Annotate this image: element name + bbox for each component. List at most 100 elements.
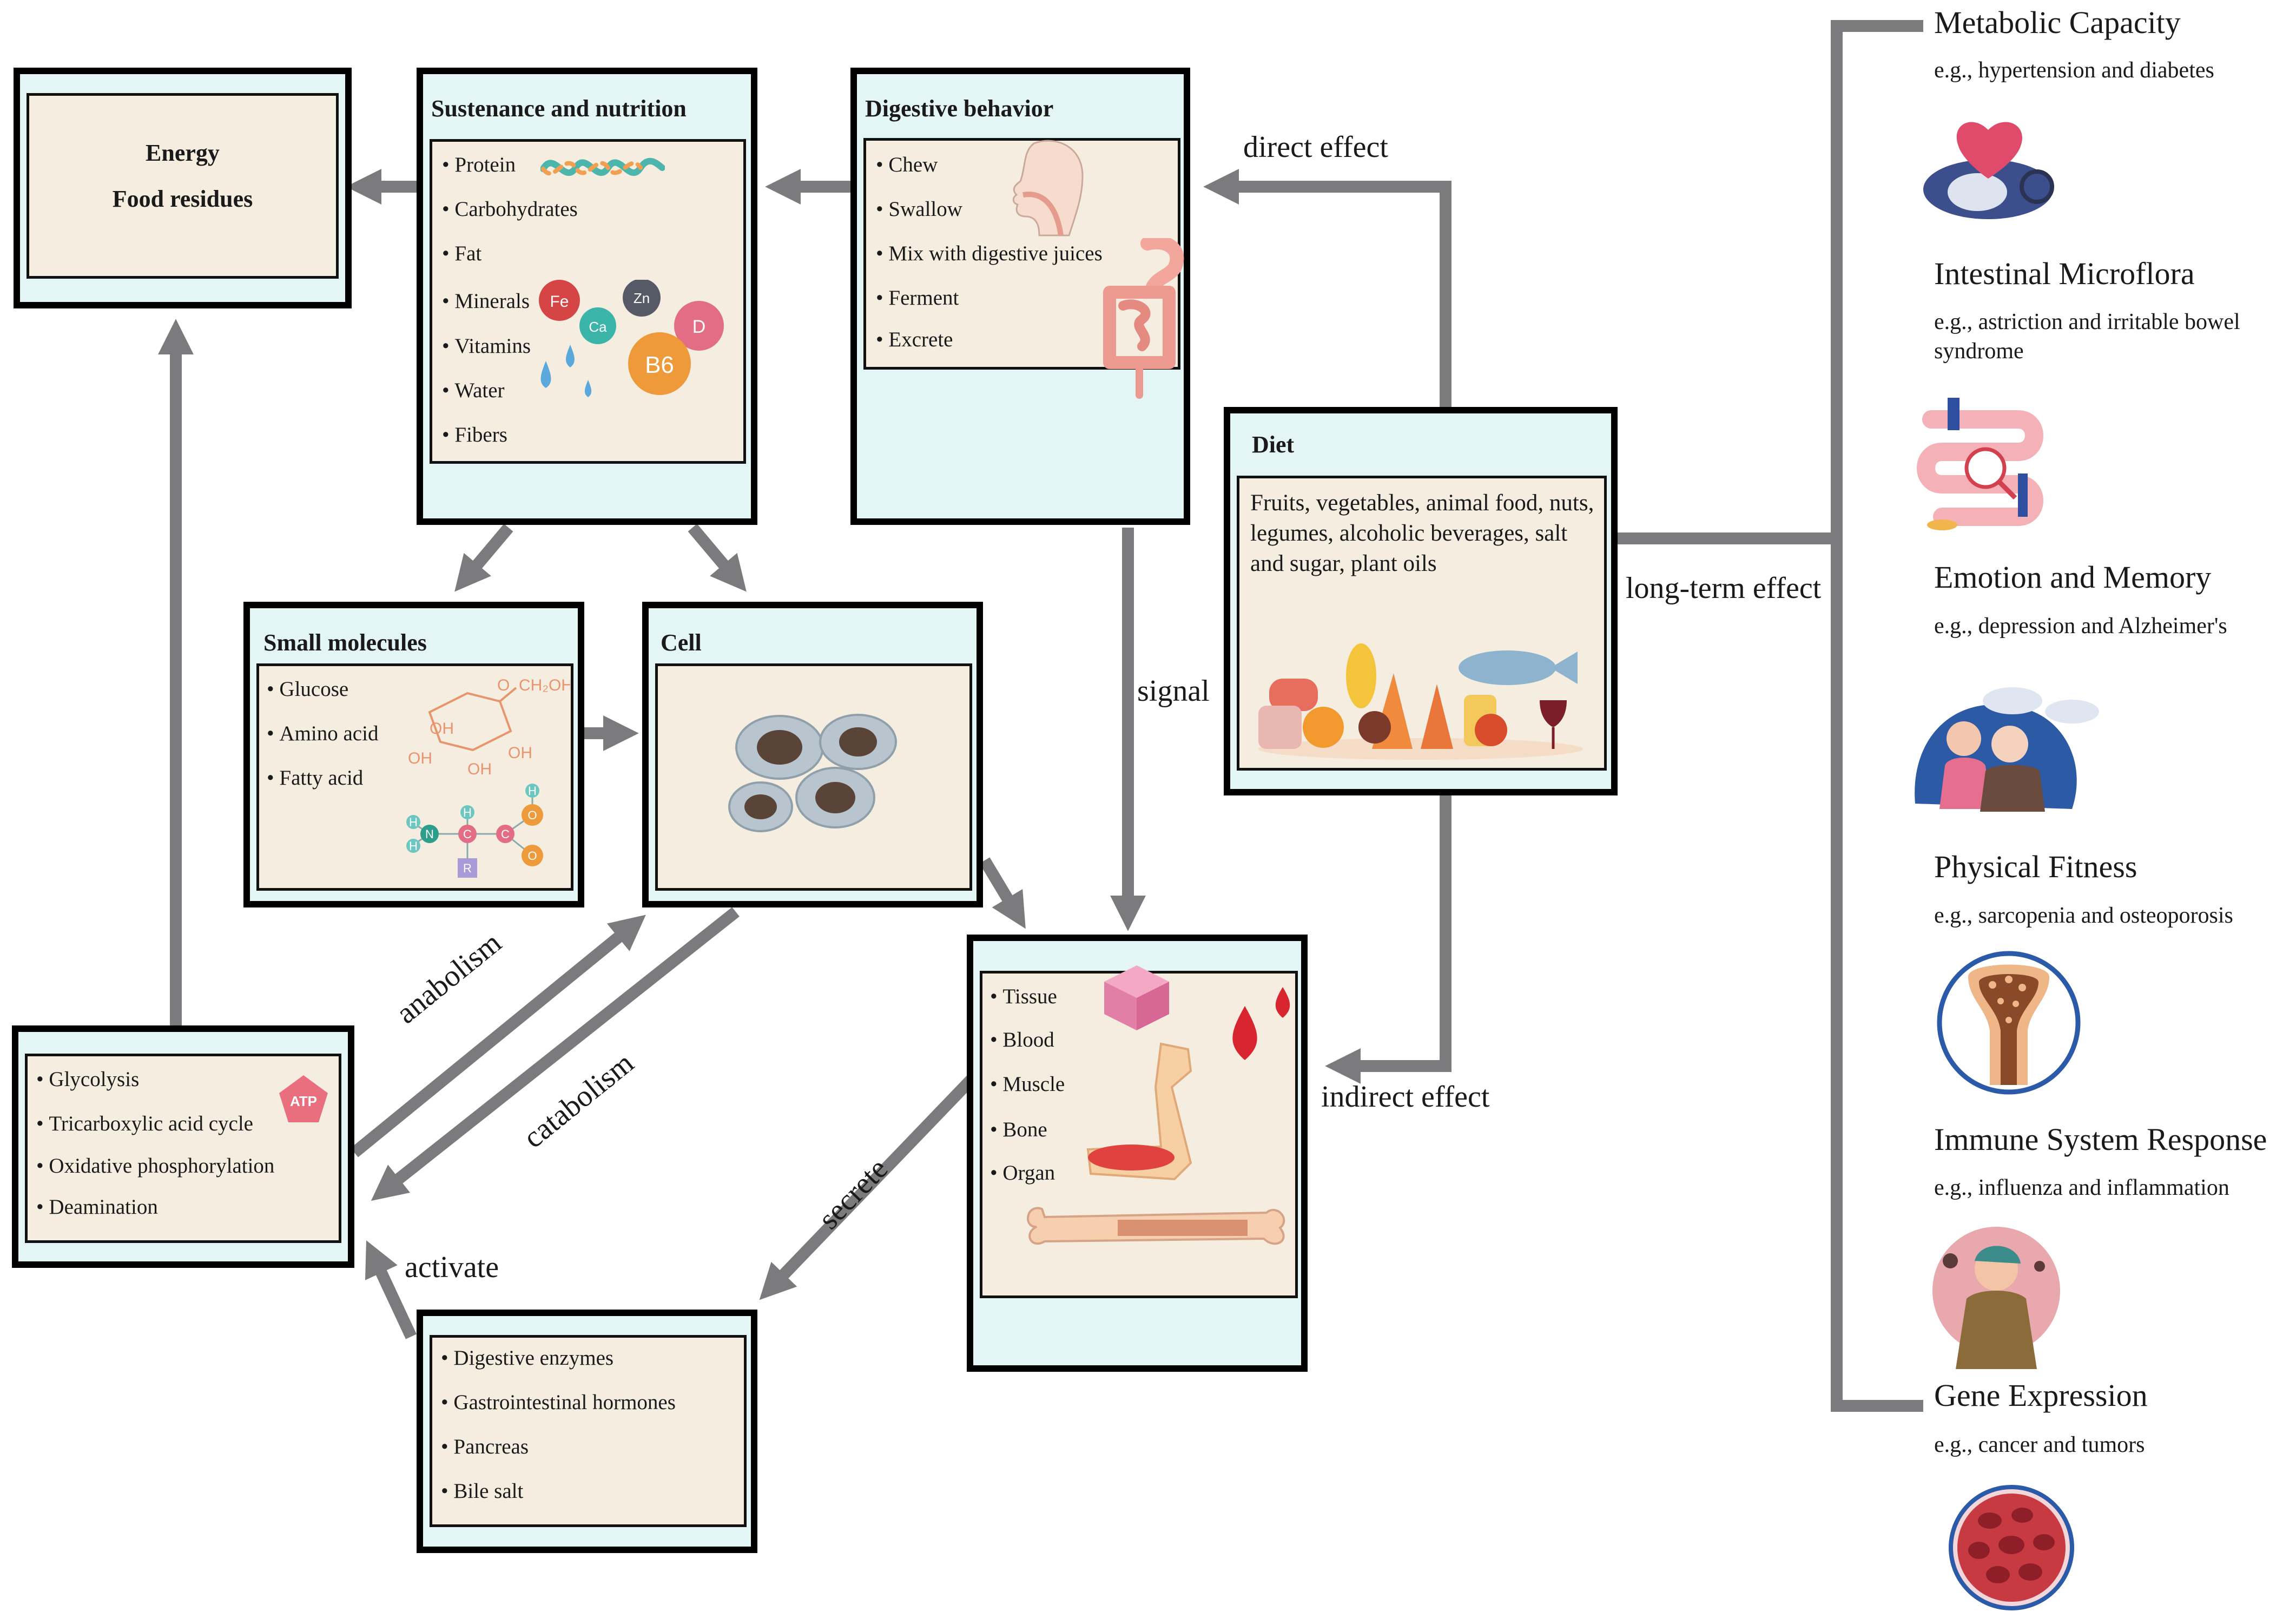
amino-atom: H xyxy=(463,806,472,819)
sustenance-nutrition-box: Sustenance and nutrition Protein Carbohy… xyxy=(417,68,757,525)
effect-title: Metabolic Capacity xyxy=(1934,5,2181,40)
effect-example: e.g., influenza and inflammation xyxy=(1934,1175,2229,1200)
effects-bracket xyxy=(1831,20,1923,1412)
effect-example: e.g., hypertension and diabetes xyxy=(1934,58,2214,83)
arrow-sustenance-to-small-molecules xyxy=(454,523,513,592)
small-molecules-title: Small molecules xyxy=(263,629,427,656)
sustenance-title: Sustenance and nutrition xyxy=(431,95,687,122)
badge-ca: Ca xyxy=(589,319,607,335)
elderly-couple-icon xyxy=(1915,687,2099,812)
body-structure: Bone xyxy=(990,1117,1047,1142)
atp-badge-icon: ATP xyxy=(279,1075,328,1122)
effect-title: Physical Fitness xyxy=(1934,849,2137,884)
energy-label: Energy xyxy=(146,140,220,166)
amino-acid-structure-icon: H H N C C O O H H R xyxy=(406,784,543,878)
glucose-label: OH xyxy=(430,720,454,738)
nutrient-item: Vitamins xyxy=(442,334,531,358)
amino-atom: C xyxy=(501,827,510,841)
arrow-sustenance-to-cell xyxy=(688,523,747,592)
effect-title: Intestinal Microflora xyxy=(1934,256,2195,291)
activate-label: activate xyxy=(405,1251,499,1284)
tissues-box: Tissue Blood Muscle Bone Organ xyxy=(967,935,1308,1372)
secretion-item: Pancreas xyxy=(441,1435,529,1459)
diet-foods-text: Fruits, vegetables, animal food, nuts, l… xyxy=(1250,490,1594,576)
glucose-label: OH xyxy=(508,744,532,762)
secretion-item: Bile salt xyxy=(441,1479,523,1503)
secretion-item: Digestive enzymes xyxy=(441,1346,613,1370)
badge-fe: Fe xyxy=(550,293,569,311)
nutrient-item: Water xyxy=(442,378,504,403)
effect-example: e.g., sarcopenia and osteoporosis xyxy=(1934,903,2233,928)
metabolic-pathway: Tricarboxylic acid cycle xyxy=(36,1111,253,1136)
energy-box: Energy Food residues xyxy=(14,68,352,308)
atp-label: ATP xyxy=(290,1093,317,1109)
nutrient-item: Carbohydrates xyxy=(442,197,577,221)
minerals-vitamins-icon: Fe Ca Zn D B6 xyxy=(539,280,724,397)
tissue-cube-icon xyxy=(1104,965,1169,1030)
digestive-step: Mix with digestive juices xyxy=(876,241,1102,266)
diet-box: Diet Fruits, vegetables, animal food, nu… xyxy=(1224,407,1618,795)
effect-example: e.g., astriction and irritable bowel syn… xyxy=(1934,310,2240,364)
bone-section-icon xyxy=(1937,951,2081,1095)
metabolic-pathway: Oxidative phosphorylation xyxy=(36,1154,274,1178)
effect-example: e.g., depression and Alzheimer's xyxy=(1934,614,2227,639)
sick-person-icon xyxy=(1932,1227,2060,1369)
amino-atom: N xyxy=(425,827,434,841)
glucose-label: OH xyxy=(467,760,492,778)
arrow-direct-effect xyxy=(1203,169,1452,407)
secretion-item: Gastrointestinal hormones xyxy=(441,1390,676,1415)
amino-atom: H xyxy=(528,784,537,798)
effect-title: Gene Expression xyxy=(1934,1378,2148,1413)
digestive-step: Chew xyxy=(876,153,938,177)
blood-drops-icon xyxy=(1232,987,1290,1060)
arrow-anabolism xyxy=(351,915,646,1157)
amino-atom: R xyxy=(463,861,472,875)
long-term-effect-label: long-term effect xyxy=(1626,571,1822,605)
digestive-title: Digestive behavior xyxy=(865,95,1054,122)
nutrient-item: Fibers xyxy=(442,423,507,447)
indirect-effect-label: indirect effect xyxy=(1321,1080,1490,1114)
signal-label: signal xyxy=(1137,674,1210,708)
badge-d: D xyxy=(692,317,706,337)
body-structure: Tissue xyxy=(990,984,1057,1009)
cells-icon xyxy=(728,714,897,832)
metabolic-pathway: Glycolysis xyxy=(36,1067,139,1091)
amino-atom: O xyxy=(527,849,537,863)
amino-atom: O xyxy=(527,808,537,822)
nutrient-item: Fat xyxy=(442,241,481,266)
intestine-icon xyxy=(1103,238,1184,399)
effect-title: Emotion and Memory xyxy=(1934,560,2212,595)
arrow-activate xyxy=(365,1240,417,1339)
bone-icon xyxy=(1027,1207,1285,1245)
heart-stethoscope-icon xyxy=(1923,122,2054,219)
glucose-label: OH xyxy=(408,749,432,767)
amino-atom: H xyxy=(409,839,418,853)
direct-effect-label: direct effect xyxy=(1243,130,1388,164)
head-throat-icon xyxy=(1012,140,1084,236)
arrow-secrete xyxy=(759,1073,978,1300)
arrow-cell-to-tissues xyxy=(979,857,1026,929)
glucose-label: O xyxy=(497,676,510,694)
diet-title: Diet xyxy=(1252,431,1295,458)
metabolism-box: Glycolysis Tricarboxylic acid cycle Oxid… xyxy=(12,1025,354,1268)
effect-title: Immune System Response xyxy=(1934,1122,2267,1157)
body-structure: Blood xyxy=(990,1028,1054,1052)
protein-helix-icon xyxy=(540,157,665,176)
secretions-box: Digestive enzymes Gastrointestinal hormo… xyxy=(417,1310,757,1553)
food-residues-label: Food residues xyxy=(112,186,253,212)
molecule-item: Amino acid xyxy=(267,721,378,746)
cell-title: Cell xyxy=(661,629,702,656)
glucose-label: CH₂OH xyxy=(519,676,570,694)
intestine-magnifier-icon xyxy=(1917,398,2043,530)
nutrient-item: Minerals xyxy=(442,289,530,313)
digestive-step: Excrete xyxy=(876,327,953,352)
digestive-step: Swallow xyxy=(876,197,962,221)
body-structure: Organ xyxy=(990,1161,1055,1185)
amino-atom: H xyxy=(409,815,418,829)
effect-example: e.g., cancer and tumors xyxy=(1934,1432,2145,1457)
badge-zn: Zn xyxy=(634,290,650,306)
nutrient-item: Protein xyxy=(442,153,516,177)
muscle-arm-icon xyxy=(1086,1042,1192,1181)
